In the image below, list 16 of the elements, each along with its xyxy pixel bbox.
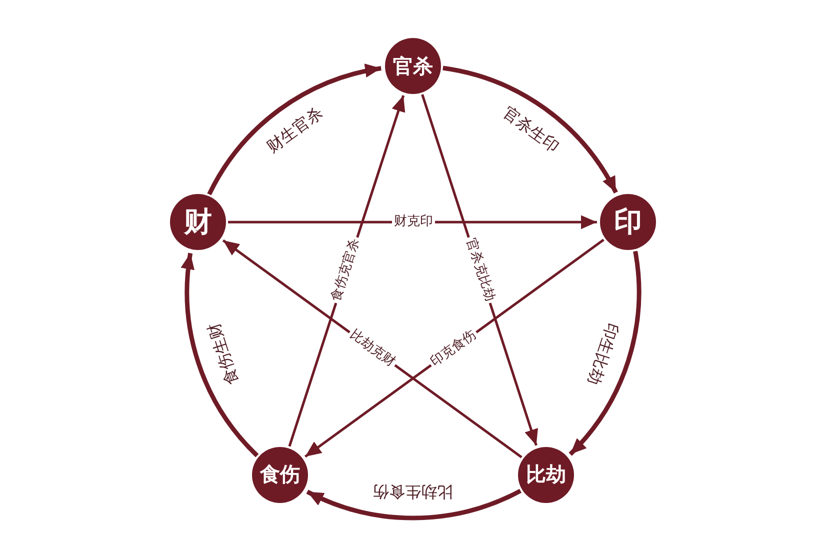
edge-label: 食伤生财: [204, 320, 242, 387]
label-circle: 印: [600, 194, 656, 250]
edge-label: 财生官杀: [264, 104, 326, 156]
curved-arrow: [182, 252, 259, 458]
arrow: [228, 215, 597, 230]
edge-label: 印生比劫: [584, 320, 622, 387]
curved-arrow: [442, 66, 618, 194]
curved-arrow: [568, 250, 641, 456]
label-circle: 财: [170, 194, 226, 250]
label-circle: 食伤: [252, 446, 308, 503]
label-circle: 官杀: [385, 38, 441, 94]
edge-label: 比劫生食伤: [373, 483, 453, 501]
label-circle: 比劫: [518, 446, 574, 503]
edge-label: 官杀生印: [500, 104, 562, 156]
curved-arrow: [306, 488, 522, 520]
curved-arrow: [207, 64, 382, 196]
